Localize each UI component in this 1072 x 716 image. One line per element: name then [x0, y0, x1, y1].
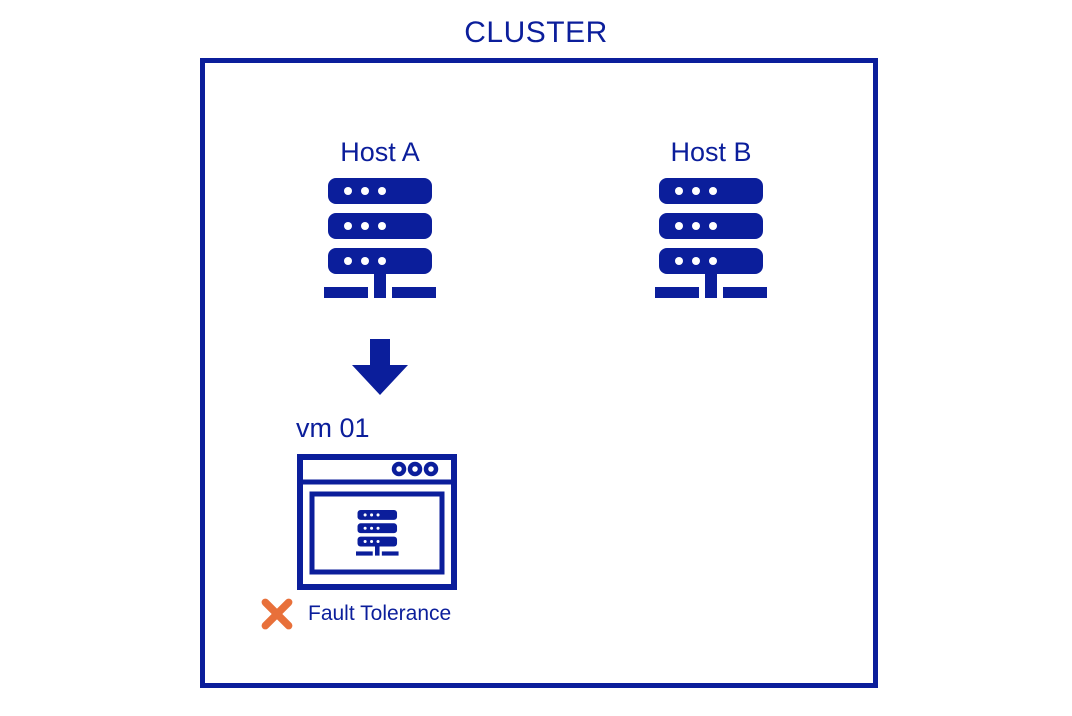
down-arrow-icon — [352, 339, 408, 395]
fault-tolerance-x-icon — [261, 598, 293, 630]
host-b-server-icon — [655, 178, 767, 298]
host-b-label: Host B — [670, 137, 752, 167]
fault-tolerance-row: Fault Tolerance — [260, 597, 451, 631]
host-a-server-icon — [324, 178, 436, 298]
host-a-label: Host A — [340, 137, 420, 167]
host-b: Host B — [646, 137, 776, 299]
cluster-box: Host A Host B — [200, 58, 878, 688]
vm-inner-server-icon — [356, 510, 399, 556]
fault-tolerance-label: Fault Tolerance — [308, 602, 452, 625]
vm-window-icon — [297, 454, 457, 590]
host-a: Host A — [315, 137, 445, 299]
vm-label: vm 01 — [296, 413, 370, 443]
cluster-title: CLUSTER — [464, 16, 608, 49]
